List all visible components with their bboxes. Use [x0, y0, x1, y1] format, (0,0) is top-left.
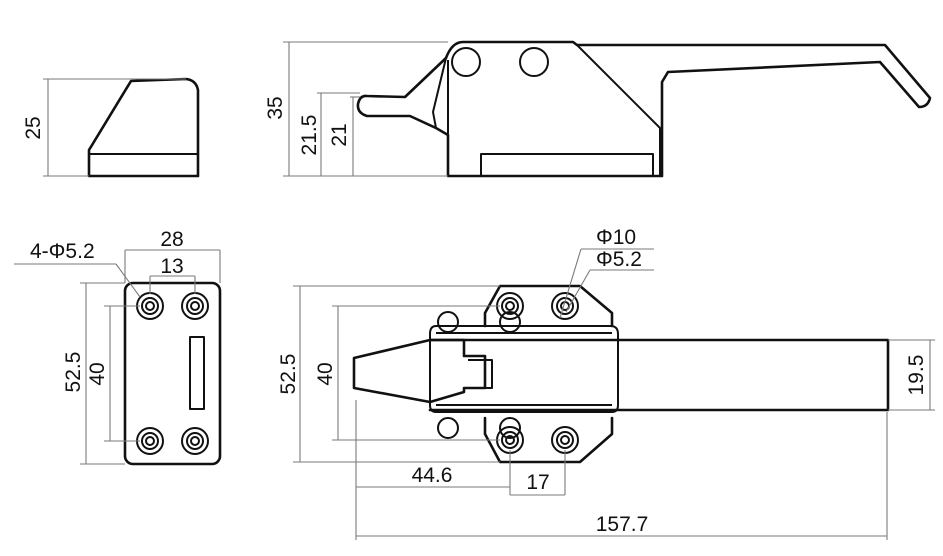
dim-hole-diameter: Φ5.2: [596, 248, 642, 271]
dim-pin-diameter: Φ10: [596, 226, 636, 249]
dim-latch-step-outer: 21.5: [298, 115, 321, 156]
keeper-side-view: 25: [22, 77, 200, 178]
dim-overall-length: 157.7: [596, 513, 649, 536]
dim-keeper-height: 25: [22, 116, 45, 139]
dim-latch-height: 35: [264, 96, 287, 119]
dim-hole-offset: 44.6: [412, 464, 453, 487]
dim-handle-width: 19.5: [905, 355, 928, 396]
dim-keeper-width: 28: [160, 228, 183, 251]
dim-latch-step-inner: 21: [328, 123, 351, 146]
keeper-top-view: 28 13 4-Φ5.2 52.5 40: [14, 228, 222, 466]
latch-top-view: Φ10 Φ5.2 52.5 40 19.5 44.6 17 157.7: [277, 226, 935, 540]
dim-base-hole-spacing: 40: [314, 362, 337, 385]
dim-base-length: 52.5: [277, 354, 300, 395]
dim-keeper-hole-spacing-y: 40: [86, 362, 109, 385]
dim-keeper-holes: 4-Φ5.2: [30, 240, 95, 263]
dim-hole-pitch: 17: [526, 471, 549, 494]
dim-keeper-hole-spacing-x: 13: [160, 255, 183, 278]
latch-side-view: 35 21.5 21: [264, 40, 932, 178]
dim-keeper-length: 52.5: [62, 352, 85, 393]
